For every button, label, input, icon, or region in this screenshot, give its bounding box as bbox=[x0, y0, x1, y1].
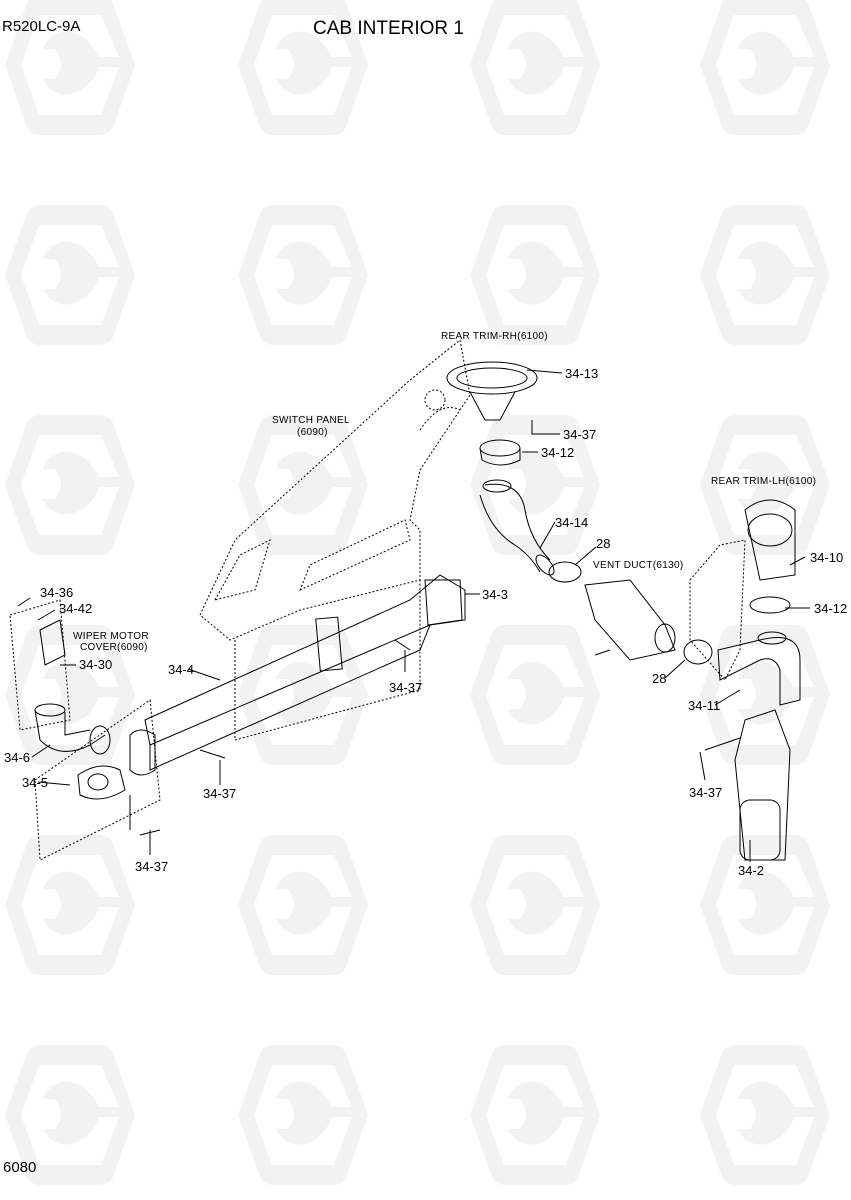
callout: 34-37 bbox=[389, 680, 423, 695]
page-title: CAB INTERIOR 1 bbox=[313, 18, 464, 39]
model-number: R520LC-9A bbox=[2, 18, 81, 35]
callout: 34-13 bbox=[565, 366, 599, 381]
callout: 34-36 bbox=[40, 585, 74, 600]
callout: 34-37 bbox=[135, 859, 169, 874]
ref-switch-panel: SWITCH PANEL bbox=[272, 415, 350, 426]
callout: 34-30 bbox=[79, 657, 113, 672]
ref-wiper-cover: WIPER MOTOR bbox=[73, 631, 149, 642]
ref-vent-duct: VENT DUCT(6130) bbox=[593, 560, 684, 571]
callout: 28 bbox=[652, 671, 667, 686]
ref-wiper-cover-code: COVER(6090) bbox=[80, 642, 148, 653]
callout: 34-37 bbox=[203, 786, 237, 801]
ref-rear-trim-lh: REAR TRIM-LH(6100) bbox=[711, 476, 817, 487]
callout: 34-42 bbox=[59, 601, 93, 616]
callout: 34-6 bbox=[4, 750, 31, 765]
callout: 34-14 bbox=[555, 515, 589, 530]
callout: 34-11 bbox=[688, 698, 721, 713]
callout: 34-10 bbox=[810, 550, 844, 565]
ref-switch-panel-code: (6090) bbox=[297, 427, 328, 438]
parts-drawing bbox=[9, 339, 810, 862]
callout: 34-37 bbox=[563, 427, 597, 442]
ref-rear-trim-rh: REAR TRIM-RH(6100) bbox=[441, 331, 548, 342]
callout: 34-2 bbox=[738, 863, 765, 878]
switch-panel bbox=[199, 339, 471, 741]
callout: 34-12 bbox=[541, 445, 575, 460]
callout: 34-5 bbox=[22, 775, 49, 790]
callout: 34-4 bbox=[168, 662, 195, 677]
watermark-pattern bbox=[5, 0, 830, 1185]
callout: 34-12 bbox=[814, 601, 848, 616]
page-code: 6080 bbox=[3, 1159, 37, 1176]
callout: 34-3 bbox=[482, 587, 509, 602]
callout: 28 bbox=[596, 536, 611, 551]
callout: 34-37 bbox=[689, 785, 723, 800]
